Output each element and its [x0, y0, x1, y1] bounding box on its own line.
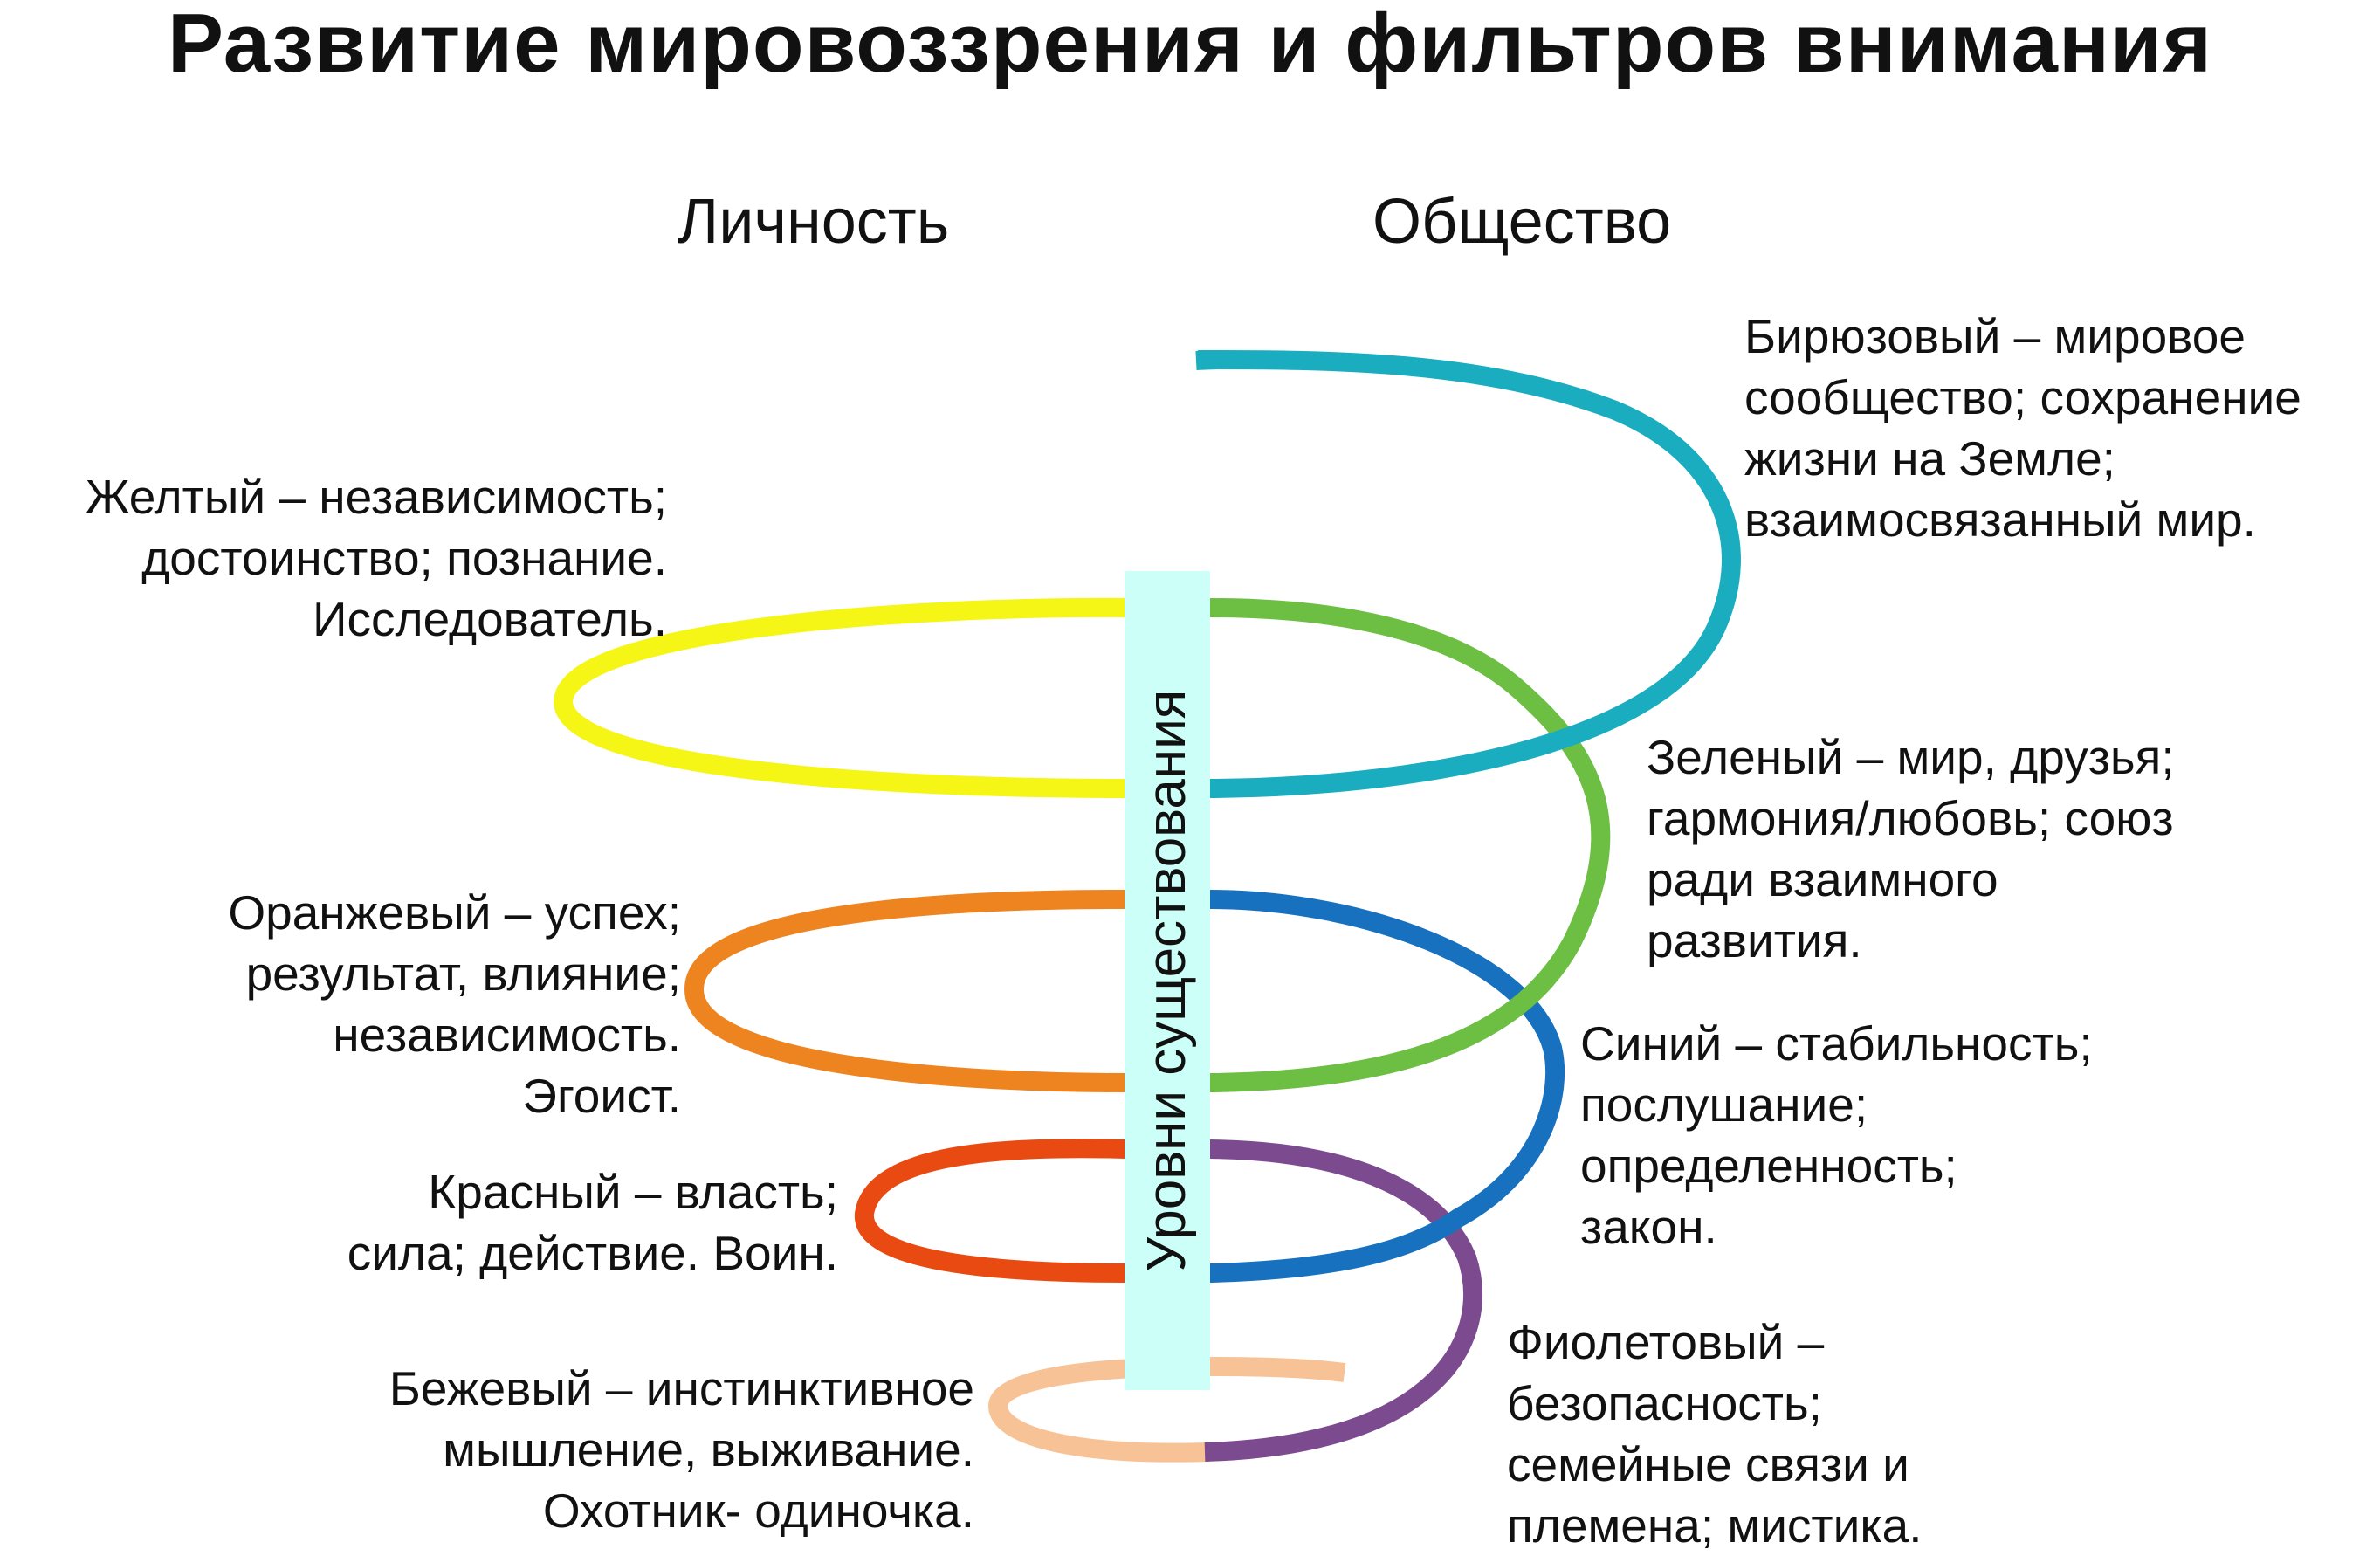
axis-label: Уровни существования: [1137, 689, 1197, 1272]
label-blue-line-2: послушание;: [1580, 1077, 1868, 1132]
label-turquoise-line-2: сообщество; сохранение: [1744, 370, 2301, 424]
spiral-segment-yellow: [553, 597, 1127, 798]
label-red-line-1: Красный – власть;: [428, 1165, 838, 1219]
label-beige: Бежевый – инстинктивное мышление, выжива…: [389, 1358, 974, 1541]
label-beige-line-3: Охотник- одиночка.: [542, 1484, 974, 1538]
label-green-line-4: развития.: [1647, 913, 1862, 967]
spiral-segment-violet: [1204, 1139, 1482, 1462]
label-yellow-line-2: достоинство; познание.: [141, 531, 667, 585]
axis-bar: [1125, 571, 1210, 1390]
spiral-segment-blue: [1208, 890, 1565, 1283]
label-turquoise-line-3: жизни на Земле;: [1744, 431, 2115, 485]
label-violet-line-2: безопасность;: [1507, 1376, 1822, 1430]
label-orange-line-3: независимость.: [333, 1008, 681, 1062]
label-orange-line-1: Оранжевый – успех;: [228, 885, 681, 940]
label-yellow-line-3: Исследователь.: [312, 592, 667, 646]
header-society: Общество: [1372, 187, 1672, 257]
spiral-segment-orange: [684, 890, 1127, 1092]
label-green-line-1: Зеленый – мир, друзья;: [1647, 730, 2175, 784]
label-violet: Фиолетовый – безопасность; семейные связ…: [1507, 1312, 1922, 1556]
label-blue-line-4: закон.: [1580, 1200, 1717, 1254]
label-red: Красный – власть; сила; действие. Воин.: [347, 1161, 838, 1284]
label-blue-line-1: Синий – стабильность;: [1580, 1016, 2093, 1071]
header-personality: Личность: [678, 187, 950, 257]
label-orange: Оранжевый – успех; результат, влияние; н…: [228, 882, 681, 1126]
label-yellow: Желтый – независимость; достоинство; поз…: [86, 466, 667, 650]
label-turquoise: Бирюзовый – мировое сообщество; сохранен…: [1744, 306, 2301, 550]
label-turquoise-line-4: взаимосвязанный мир.: [1744, 492, 2256, 547]
label-orange-line-2: результат, влияние;: [245, 947, 681, 1001]
label-beige-line-1: Бежевый – инстинктивное: [389, 1361, 974, 1415]
spiral-segment-turquoise: [1197, 350, 1741, 798]
spiral-segment-green: [1208, 598, 1611, 1092]
spiral-segment-red: [855, 1139, 1127, 1283]
spiral-segment-beige: [987, 1356, 1346, 1463]
label-violet-line-1: Фиолетовый –: [1507, 1315, 1825, 1369]
diagram-title: Развитие мировоззрения и фильтров вниман…: [168, 0, 2212, 90]
label-blue: Синий – стабильность; послушание; опреде…: [1580, 1013, 2093, 1257]
label-beige-line-2: мышление, выживание.: [443, 1422, 974, 1477]
label-red-line-2: сила; действие. Воин.: [347, 1226, 838, 1280]
label-orange-line-4: Эгоист.: [522, 1069, 681, 1123]
label-green-line-2: гармония/любовь; союз: [1647, 791, 2174, 845]
label-violet-line-4: племена; мистика.: [1507, 1498, 1923, 1553]
label-yellow-line-1: Желтый – независимость;: [85, 470, 667, 524]
spiral-segment-turquoise-tail: [1195, 350, 1227, 370]
label-green-line-3: ради взаимного: [1647, 852, 1998, 906]
label-turquoise-line-1: Бирюзовый – мировое: [1744, 309, 2246, 363]
label-green: Зеленый – мир, друзья; гармония/любовь; …: [1647, 726, 2175, 971]
label-blue-line-3: определенность;: [1580, 1139, 1957, 1193]
label-violet-line-3: семейные связи и: [1507, 1437, 1909, 1491]
